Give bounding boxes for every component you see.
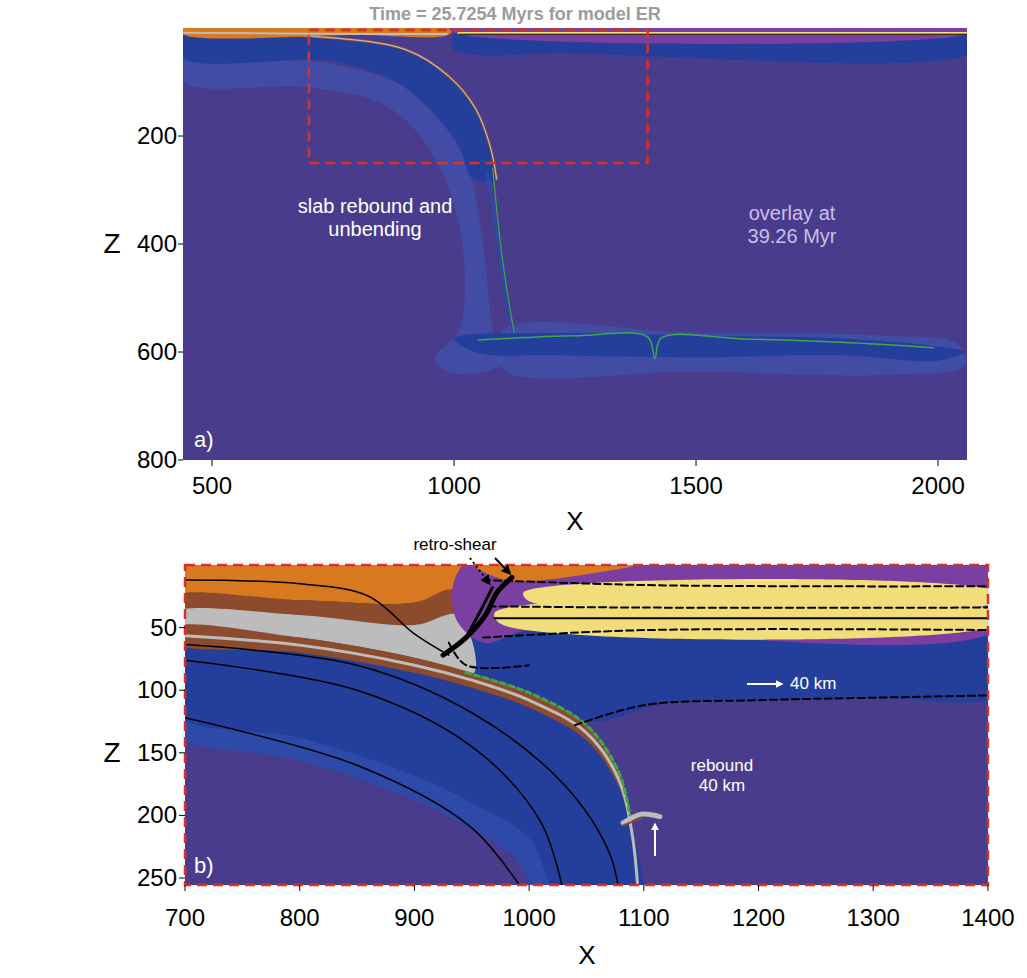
slab-crust: [183, 33, 497, 179]
tick-label: 400: [137, 230, 177, 258]
zoom-frame: [185, 565, 988, 885]
axis-title: X: [578, 941, 595, 971]
axis-title: Z: [103, 737, 120, 769]
axis-tick: [178, 352, 183, 353]
axis-tick: [179, 878, 185, 879]
annotation: overlay at 39.26 Myr: [725, 202, 860, 248]
contour-line: [185, 644, 621, 885]
sediment-layer: [183, 33, 447, 34]
axis-title: X: [566, 507, 583, 537]
retro-shear-zone: [443, 578, 512, 656]
axis-tick: [178, 136, 183, 137]
overriding-layer-line: [495, 617, 988, 619]
panel-label: b): [194, 853, 214, 878]
tick-label: 600: [137, 338, 177, 366]
annotation: slab rebound and unbending: [275, 195, 475, 241]
overriding-crust: [452, 565, 988, 645]
lithosphere-outline: [575, 695, 988, 725]
tick-label: 250: [137, 864, 177, 892]
axis-tick: [454, 460, 455, 466]
axis-tick: [758, 885, 759, 891]
overriding-lithosphere: [451, 28, 967, 63]
axis-tick: [696, 460, 697, 466]
tick-label: 1500: [669, 472, 722, 500]
layer-outline: [483, 629, 988, 638]
slab-tip-crust: [623, 818, 641, 826]
tick-label: 700: [165, 904, 205, 932]
contour-line: [185, 580, 449, 655]
tick-label: 900: [394, 904, 434, 932]
flat-slab: [454, 333, 965, 361]
axis-tick: [178, 460, 183, 461]
layer-outline: [449, 643, 529, 669]
slab: [183, 28, 498, 182]
slab-crust-layer: [185, 635, 639, 885]
overriding-layer: [494, 597, 988, 640]
slab-crust-trace: [493, 168, 515, 336]
tick-label: 1000: [427, 472, 480, 500]
layer-outline: [489, 606, 988, 607]
layer-outline: [483, 580, 988, 586]
axis-tick: [414, 885, 415, 891]
tick-label: 200: [137, 802, 177, 830]
rebound-arrow: [654, 824, 656, 856]
tick-label: 2000: [911, 472, 964, 500]
slab-crust: [185, 624, 639, 885]
tick-label: 1100: [618, 904, 670, 932]
mantle: [183, 28, 967, 460]
axis-tick: [299, 885, 300, 891]
axis-tick: [179, 627, 185, 628]
axis-tick: [529, 885, 530, 891]
slab-crust-top: [183, 33, 497, 179]
tick-label: 800: [280, 904, 320, 932]
axis-tick: [185, 885, 186, 891]
axis-tick: [179, 815, 185, 816]
tick-label: 150: [137, 739, 177, 767]
axis-tick: [873, 885, 874, 891]
axis-tick: [178, 244, 183, 245]
tick-label: 200: [137, 122, 177, 150]
zoom-box: [309, 30, 648, 163]
annotation: 40 km: [790, 674, 836, 694]
axis-tick: [179, 690, 185, 691]
overriding-sediment: [472, 565, 644, 581]
tick-label: 500: [192, 472, 232, 500]
tick-label: 1300: [846, 904, 899, 932]
slab-top-material: [466, 673, 630, 816]
axis-title: Z: [103, 228, 120, 260]
axis-tick: [643, 885, 644, 891]
tick-label: 100: [137, 676, 177, 704]
axis-tick: [987, 885, 988, 891]
axis-tick: [938, 460, 939, 466]
retro-shear-arrow: [495, 558, 510, 574]
axis-tick: [212, 460, 213, 466]
panel-a: [183, 28, 967, 460]
contour-line: [185, 659, 566, 885]
tick-label: 1000: [502, 904, 555, 932]
overriding-layer-line: [459, 34, 967, 35]
annotation: retro-shear: [413, 535, 496, 555]
flat-slab-crust: [478, 333, 933, 359]
tick-label: 1200: [732, 904, 785, 932]
motion-arrow: [747, 683, 782, 685]
tick-label: 800: [137, 446, 177, 474]
retro-shear-branch: [466, 588, 492, 638]
retro-shear-arrow: [470, 558, 489, 584]
figure-title: Time = 25.7254 Myrs for model ER: [369, 4, 660, 25]
panel-b: [185, 565, 988, 885]
overriding-layer: [459, 32, 967, 35]
tick-label: 1400: [961, 904, 1014, 932]
panel-label: a): [194, 427, 214, 452]
tick-label: 50: [150, 614, 177, 642]
axis-tick: [179, 752, 185, 753]
annotation: rebound 40 km: [682, 756, 762, 795]
contour-line: [185, 715, 531, 885]
